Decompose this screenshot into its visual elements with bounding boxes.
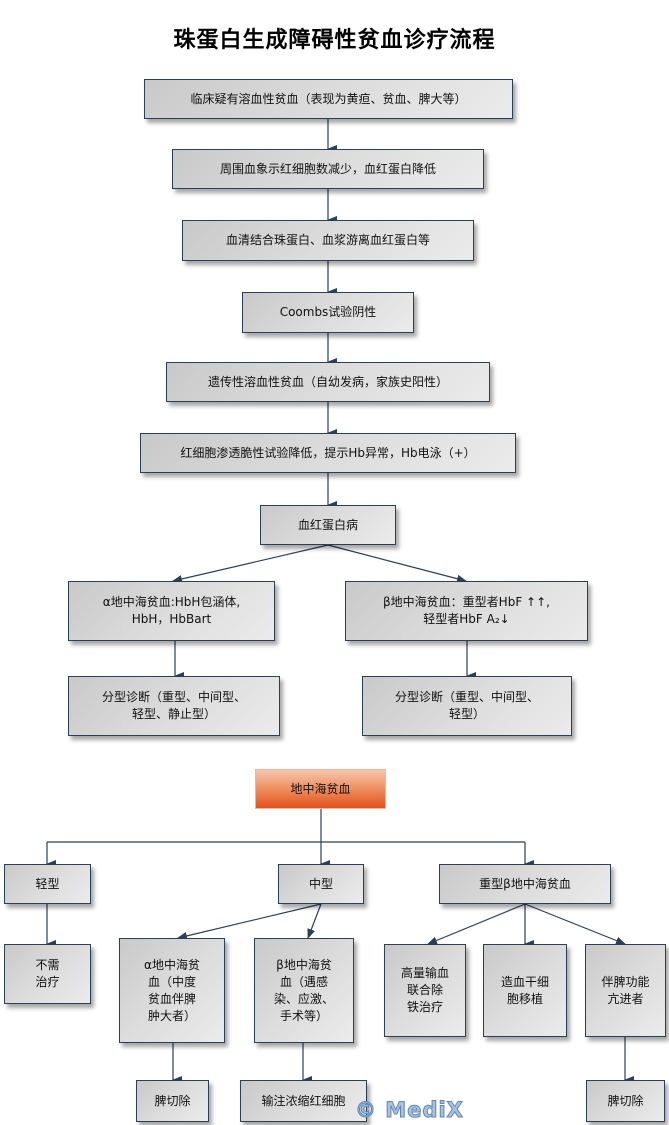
- step-text: 遗传性溶血性贫血（自幼发病，家族史阳性）: [207, 374, 448, 389]
- arrow-inter-alpha: [177, 903, 322, 940]
- medix-watermark: © MediX: [355, 1098, 464, 1123]
- step-text: 伴脾功能 亢进者: [601, 974, 650, 1006]
- step-text: β地中海贫 血（遇感 染、应激、 手术等）: [273, 957, 334, 1023]
- arrow-7-alpha: [172, 544, 329, 583]
- step-text: 中型: [308, 876, 333, 891]
- page-title: 珠蛋白生成障碍性贫血诊疗流程: [173, 27, 496, 53]
- alpha-intermediate-box: α地中海贫 血（中度 贫血伴脾 肿大者）: [119, 938, 225, 1043]
- step-text: Coombs试验阴性: [279, 305, 377, 319]
- step-text: 血清结合珠蛋白、血浆游离血红蛋白等: [225, 233, 430, 247]
- step-text: 血红蛋白病: [297, 517, 358, 532]
- step-hemoglobinopathy: 血红蛋白病: [260, 505, 396, 545]
- step-coombs-negative: Coombs试验阴性: [242, 292, 414, 333]
- packed-rbc-box: 输注浓缩红细胞: [240, 1080, 367, 1122]
- step-text: 分型诊断（重型、中间型、 轻型）: [394, 690, 539, 721]
- step-text: 高量输血 联合除 铁治疗: [400, 966, 449, 1014]
- thalassemia-root-box: 地中海贫血: [255, 769, 386, 809]
- step-text: 分型诊断（重型、中间型、 轻型、静止型）: [101, 690, 246, 721]
- step-blood-picture: 周围血象示红细胞数减少，血红蛋白降低: [172, 149, 484, 189]
- beta-intermediate-box: β地中海贫 血（遇感 染、应激、 手术等）: [254, 938, 354, 1043]
- arrow-7-beta: [327, 544, 467, 583]
- step-text: α地中海贫血:HbH包涵体, HbH，HbBart: [102, 595, 241, 626]
- no-treatment-box: 不需 治疗: [4, 944, 91, 1004]
- step-text: 造血干细 胞移植: [500, 974, 549, 1006]
- beta-classification-box: 分型诊断（重型、中间型、 轻型）: [362, 676, 572, 736]
- step-text: 输注浓缩红细胞: [261, 1093, 346, 1108]
- step-text: β地中海贫血：重型者HbF ↑↑, 轻型者HbF A₂↓: [383, 595, 550, 626]
- step-hereditary-hemolytic: 遗传性溶血性贫血（自幼发病，家族史阳性）: [166, 362, 490, 402]
- arrow-inter-beta: [307, 903, 322, 939]
- transfusion-chelation-box: 高量输血 联合除 铁治疗: [384, 944, 466, 1037]
- splenectomy-box-1: 脾切除: [136, 1080, 209, 1122]
- step-haptoglobin: 血清结合珠蛋白、血浆游离血红蛋白等: [182, 220, 474, 261]
- step-text: α地中海贫 血（中度 贫血伴脾 肿大者）: [144, 957, 200, 1023]
- step-text: 不需 治疗: [35, 958, 60, 989]
- hypersplenism-box: 伴脾功能 亢进者: [585, 944, 666, 1037]
- step-text: 脾切除: [607, 1093, 644, 1108]
- step-text: 重型β地中海贫血: [479, 876, 571, 891]
- alpha-classification-box: 分型诊断（重型、中间型、 轻型、静止型）: [68, 676, 280, 736]
- step-text: 红细胞渗透脆性试验降低，提示Hb异常，Hb电泳（+）: [180, 445, 476, 460]
- step-text: 脾切除: [154, 1093, 191, 1108]
- arrow-major-transfusion: [427, 903, 526, 945]
- mild-type-box: 轻型: [4, 864, 91, 904]
- step-text: 周围血象示红细胞数减少，血红蛋白降低: [219, 161, 436, 176]
- arrow-major-hyper: [524, 903, 626, 945]
- step-suspect-hemolytic-anemia: 临床疑有溶血性贫血（表现为黄疸、贫血、脾大等）: [144, 79, 513, 119]
- step-text: 轻型: [35, 876, 60, 891]
- major-beta-type-box: 重型β地中海贫血: [439, 864, 611, 904]
- stem-cell-transplant-box: 造血干细 胞移植: [483, 944, 567, 1037]
- step-text: 地中海贫血: [290, 781, 351, 796]
- intermediate-type-box: 中型: [278, 864, 364, 904]
- step-osmotic-fragility: 红细胞渗透脆性试验降低，提示Hb异常，Hb电泳（+）: [140, 433, 516, 473]
- alpha-thalassemia-box: α地中海贫血:HbH包涵体, HbH，HbBart: [68, 581, 275, 641]
- step-text: 临床疑有溶血性贫血（表现为黄疸、贫血、脾大等）: [190, 91, 467, 106]
- splenectomy-box-2: 脾切除: [586, 1080, 665, 1122]
- beta-thalassemia-box: β地中海贫血：重型者HbF ↑↑, 轻型者HbF A₂↓: [345, 581, 588, 641]
